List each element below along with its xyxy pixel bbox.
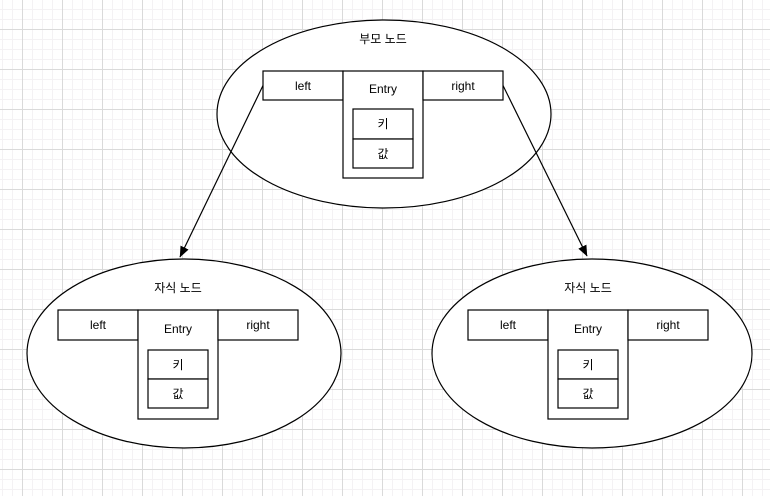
child-left-value-box bbox=[147, 378, 209, 409]
child-left-left-box bbox=[57, 309, 139, 341]
parent-value-box bbox=[352, 138, 414, 169]
child-left-value-label: 값 bbox=[172, 386, 184, 401]
parent-value-label: 값 bbox=[377, 146, 389, 161]
parent-key-label: 키 bbox=[377, 116, 389, 131]
parent-entry-label: Entry bbox=[368, 81, 398, 96]
child-left-right-box bbox=[217, 309, 299, 341]
child-right-right-box bbox=[627, 309, 709, 341]
parent-right-label: right bbox=[451, 78, 475, 93]
parent-node-title: 부모 노드 bbox=[359, 31, 407, 46]
edge-parent-to-left-child bbox=[179, 85, 264, 258]
edge-parent-to-right-child bbox=[502, 85, 588, 257]
child-left-node-title: 자식 노드 bbox=[154, 280, 202, 295]
child-right-key-label: 키 bbox=[582, 357, 594, 372]
parent-left-label: left bbox=[294, 78, 312, 93]
parent-left-box bbox=[262, 70, 344, 101]
child-right-entry-label: Entry bbox=[573, 321, 603, 336]
child-right-value-label: 값 bbox=[582, 386, 594, 401]
parent-key-box bbox=[352, 108, 414, 140]
child-right-key-box bbox=[557, 349, 619, 380]
child-left-key-box bbox=[147, 349, 209, 380]
child-left-key-label: 키 bbox=[172, 357, 184, 372]
parent-right-box bbox=[422, 70, 504, 101]
child-left-entry-label: Entry bbox=[163, 321, 193, 336]
child-right-value-box bbox=[557, 378, 619, 409]
child-right-node-title: 자식 노드 bbox=[564, 280, 612, 295]
child-left-right-label: right bbox=[246, 317, 270, 332]
child-left-left-label: left bbox=[89, 317, 107, 332]
child-right-right-label: right bbox=[656, 317, 680, 332]
child-right-left-label: left bbox=[499, 317, 517, 332]
child-right-left-box bbox=[467, 309, 549, 341]
